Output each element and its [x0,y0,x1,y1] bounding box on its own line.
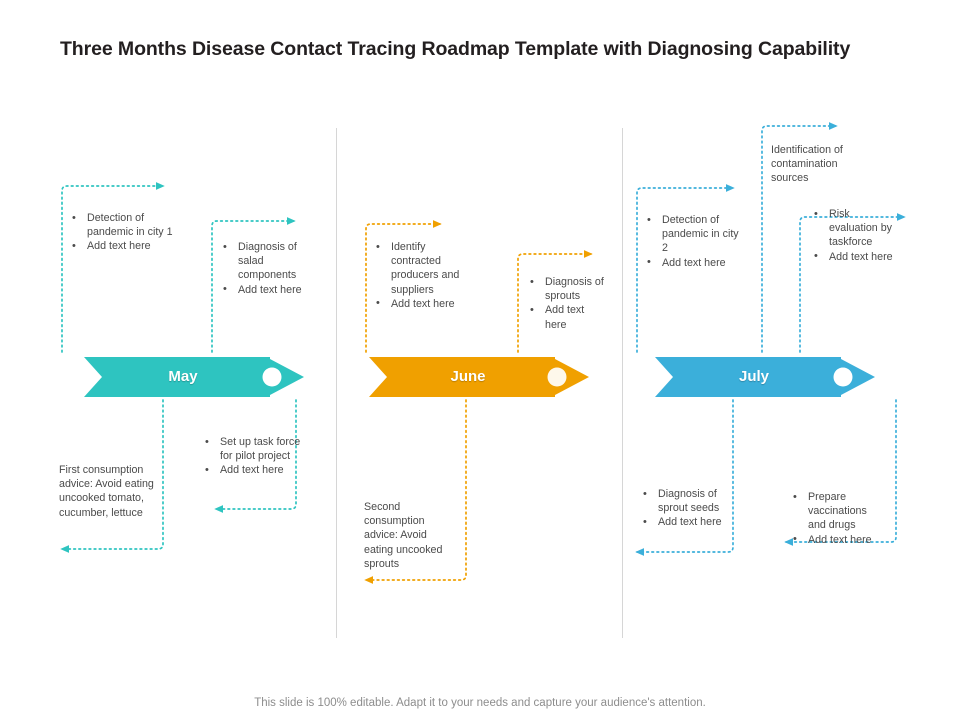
connector-july-above-3 [799,213,906,353]
note-july-above-3: Risk evaluation by taskforce Add text he… [812,207,896,264]
connector-june-above-1 [365,220,442,353]
note-item: Detection of pandemic in city 1 [70,210,182,239]
note-item: Add text here [221,282,321,297]
note-item: Add text here [70,239,182,253]
note-item: Identify contracted producers and suppli… [374,240,478,297]
note-july-below-1: Diagnosis of sprout seeds Add text here [641,486,737,530]
milestone-bar-may[interactable]: May [84,357,304,397]
connector-june-below-1 [364,399,467,584]
note-item: Set up task force for pilot project [203,434,303,463]
milestone-bar-july[interactable]: July [655,357,875,397]
column-divider-1 [336,128,337,638]
note-may-below-1: First consumption advice: Avoid eating u… [59,463,165,520]
note-july-above-2: Identification of contamination sources [771,143,863,186]
note-may-below-2: Set up task force for pilot project Add … [203,434,303,478]
note-item: Diagnosis of sprout seeds [641,486,737,515]
connector-july-above-2 [761,122,838,353]
note-june-above-1: Identify contracted producers and suppli… [374,240,478,311]
note-item: Risk evaluation by taskforce [812,207,896,250]
note-may-above-2: Diagnosis of salad components Add text h… [221,240,321,297]
note-item: Add text here [791,532,883,547]
connector-july-below-1 [635,399,734,556]
note-item: Diagnosis of sprouts [528,274,606,303]
milestone-bar-june[interactable]: June [369,357,589,397]
note-item: Add text here [528,303,606,331]
note-item: Add text here [641,515,737,529]
note-item: Add text here [812,249,896,264]
note-june-above-2: Diagnosis of sprouts Add text here [528,274,606,332]
note-text: Second consumption advice: Avoid eating … [364,501,443,570]
note-june-below-1: Second consumption advice: Avoid eating … [364,500,456,571]
connector-may-above-2 [211,217,296,353]
note-item: Prepare vaccinations and drugs [791,490,883,533]
connector-may-above-1 [61,182,165,353]
note-item: Add text here [645,255,745,270]
note-text: Identification of contamination sources [771,144,843,185]
note-may-above-1: Detection of pandemic in city 1 Add text… [70,210,182,254]
footer-note: This slide is 100% editable. Adapt it to… [254,697,706,709]
note-july-below-2: Prepare vaccinations and drugs Add text … [791,490,883,547]
note-item: Add text here [203,463,303,477]
connector-july-below-2 [784,399,897,546]
note-july-above-1: Detection of pandemic in city 2 Add text… [645,213,745,270]
note-text: First consumption advice: Avoid eating u… [59,464,154,519]
connector-june-above-2 [517,250,593,353]
column-divider-2 [622,128,623,638]
note-item: Add text here [374,296,478,311]
connector-may-below-2 [214,399,297,513]
note-item: Diagnosis of salad components [221,240,321,283]
connector-july-above-1 [636,184,735,353]
note-item: Detection of pandemic in city 2 [645,213,745,256]
page-title: Three Months Disease Contact Tracing Roa… [60,38,851,60]
connector-may-below-1 [60,399,164,553]
